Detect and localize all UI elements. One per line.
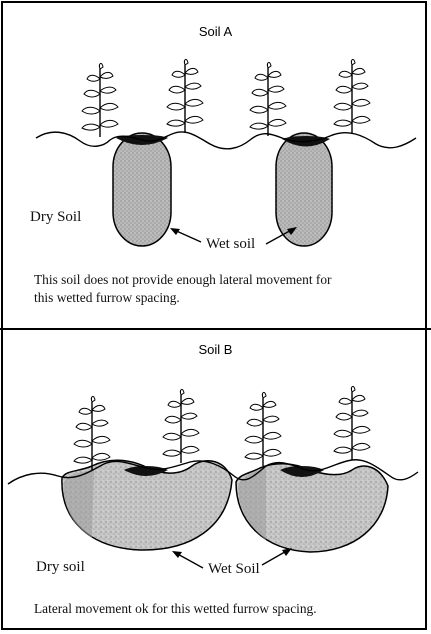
soil-b-plant-3 (245, 392, 281, 466)
soil-b-title: Soil B (0, 342, 431, 357)
soil-a-wet-bulb-right (276, 133, 332, 246)
soil-a-plant-1 (82, 63, 118, 137)
soil-b-caption: Lateral movement ok for this wetted furr… (34, 600, 317, 617)
soil-a-wet-label: Wet soil (206, 236, 255, 253)
soil-b-plant-4 (334, 386, 370, 460)
soil-b-plant-2 (163, 389, 199, 463)
soil-b-diagram (8, 386, 418, 568)
soil-a-dry-label: Dry Soil (30, 209, 81, 226)
soil-a-caption-line2: this wetted furrow spacing. (34, 289, 180, 306)
soil-a-caption-line1: This soil does not provide enough latera… (34, 271, 332, 288)
soil-a-diagram (36, 59, 416, 246)
soil-a-plant-4 (334, 59, 370, 133)
soil-a-title: Soil A (0, 24, 431, 39)
soil-b-plant-1 (74, 396, 110, 470)
soil-b-wet-label: Wet Soil (208, 561, 260, 578)
soil-a-ground-surface (36, 132, 416, 149)
soil-b-dry-label: Dry soil (36, 559, 85, 576)
soil-a-plant-3 (250, 62, 286, 136)
soil-a-wet-bulb-left (113, 133, 171, 246)
soil-a-plant-2 (167, 59, 203, 133)
